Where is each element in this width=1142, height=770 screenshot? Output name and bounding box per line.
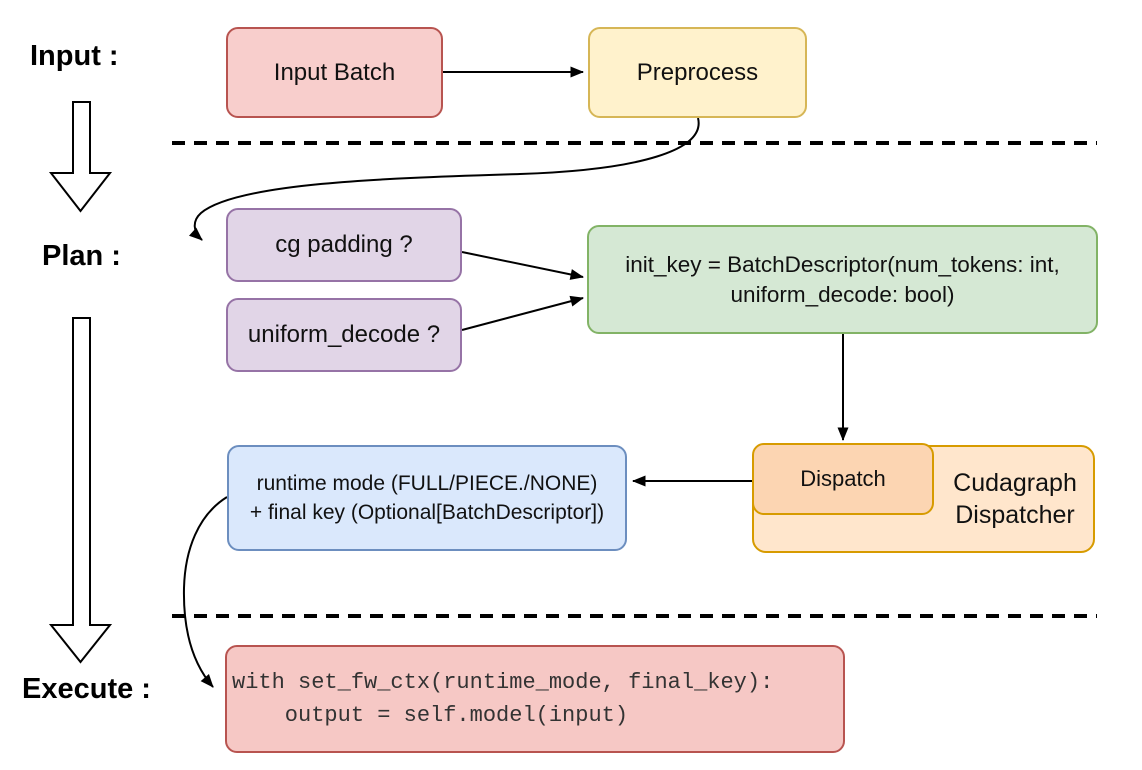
node-input-batch: Input Batch [226,27,443,118]
node-preprocess: Preprocess [588,27,807,118]
arrow-cgpadding-to-initkey [461,251,584,280]
cudagraph-label-line2: Dispatcher [955,501,1075,529]
node-cg-padding-label: cg padding ? [275,231,413,259]
node-init-key: init_key = BatchDescriptor(num_tokens: i… [587,225,1098,334]
arrow-preprocess-to-cgpadding [189,117,700,241]
code-line-1: with set_fw_ctx(runtime_mode, final_key)… [232,670,774,695]
phase-label-input: Input : [30,40,119,72]
flow-arrow-plan-to-execute-icon [48,317,113,664]
phase-label-plan: Plan : [42,240,121,272]
node-runtime-mode: runtime mode (FULL/PIECE./NONE) + final … [227,445,627,551]
node-uniform-decode-label: uniform_decode ? [247,321,441,349]
node-dispatch-label: Dispatch [800,465,886,491]
node-cg-padding: cg padding ? [226,208,462,282]
node-preprocess-label: Preprocess [636,58,759,86]
node-runtime-line2: + final key (Optional[BatchDescriptor]) [249,501,605,524]
node-uniform-decode: uniform_decode ? [226,298,462,372]
arrow-runtime-to-code [182,496,228,688]
arrow-uniformdecode-to-initkey [461,295,584,331]
node-cudagraph-dispatcher-label: Cudagraph Dispatcher [935,445,1095,553]
node-init-key-line2: uniform_decode: bool) [730,281,955,307]
phase-label-execute: Execute : [22,673,151,705]
node-execute-code: with set_fw_ctx(runtime_mode, final_key)… [225,645,845,753]
code-line-2: output = self.model(input) [232,703,629,728]
node-init-key-line1: init_key = BatchDescriptor(num_tokens: i… [625,251,1060,277]
flow-arrow-input-to-plan-icon [48,101,113,213]
node-runtime-line1: runtime mode (FULL/PIECE./NONE) [256,472,598,495]
node-dispatch: Dispatch [752,443,934,515]
cudagraph-label-line1: Cudagraph [953,469,1077,497]
node-input-batch-label: Input Batch [273,58,396,86]
